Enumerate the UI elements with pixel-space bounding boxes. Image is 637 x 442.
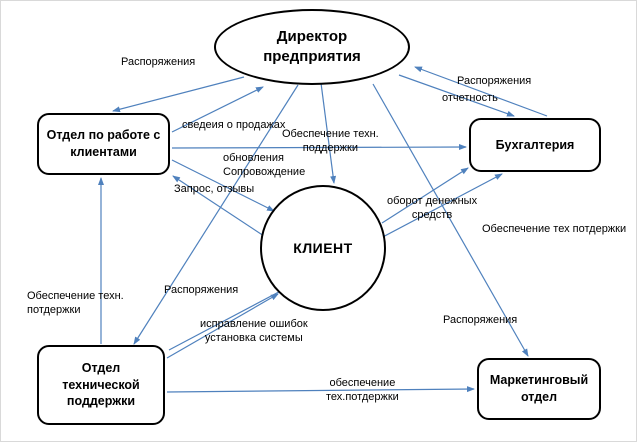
edge-client-to-client-dept: [172, 175, 268, 239]
edge-label-obespechenie-left: Обеспечение техн. потдержки: [27, 290, 124, 316]
edge-label-obespechenie-right: Обеспечение тех потдержки: [482, 223, 627, 235]
edge-tech-support-to-client: [166, 293, 279, 359]
node-tech-support: Отдел технической поддержки: [37, 345, 165, 425]
edge-label-rasp-accounting: Распоряжения: [457, 75, 532, 87]
node-marketing: Маркетинговый отдел: [477, 358, 601, 420]
node-client: КЛИЕНТ: [260, 185, 386, 311]
edge-label-obespechenie-top: Обеспечение техн. поддержки: [282, 128, 379, 154]
edge-label-obnovleniya: обновления Сопровождение: [223, 152, 306, 178]
edge-label-obespechenie-bottom: обеспечение тех.потдержки: [326, 377, 399, 403]
edge-label-otchetnost: отчетность: [442, 92, 498, 104]
edge-label-ispravlenie: исправление ошибок установка системы: [200, 318, 308, 344]
node-accounting: Бухгалтерия: [469, 118, 601, 172]
edge-label-svedenia: сведеия о продажах: [182, 119, 286, 131]
edge-director-to-client: [320, 82, 337, 184]
edge-label-rasp-tech: Распоряжения: [164, 284, 239, 296]
edge-director-to-accounting: [398, 74, 515, 117]
edge-director-to-tech-support: [133, 84, 299, 345]
edge-client-to-accounting: [381, 167, 469, 224]
edge-tech-support-to-marketing: [166, 386, 475, 393]
edge-label-rasp-client-dept: Распоряжения: [121, 56, 196, 68]
node-client-dept: Отдел по работе с клиентами: [37, 113, 170, 175]
edge-director-to-client-dept: [112, 76, 245, 113]
node-director: Директор предприятия: [214, 9, 410, 85]
edge-client-dept-to-accounting: [171, 144, 467, 151]
edge-client-dept-to-client: [171, 159, 275, 212]
edge-director-to-marketing: [372, 83, 529, 357]
edge-label-oborot: оборот денежных средств: [387, 195, 478, 221]
edge-label-rasp-marketing: Распоряжения: [443, 314, 518, 326]
edge-label-zapros: Запрос, отзывы: [174, 183, 255, 195]
edge-accounting-to-director: [414, 66, 548, 117]
edge-client-dept-to-director: [171, 86, 264, 133]
